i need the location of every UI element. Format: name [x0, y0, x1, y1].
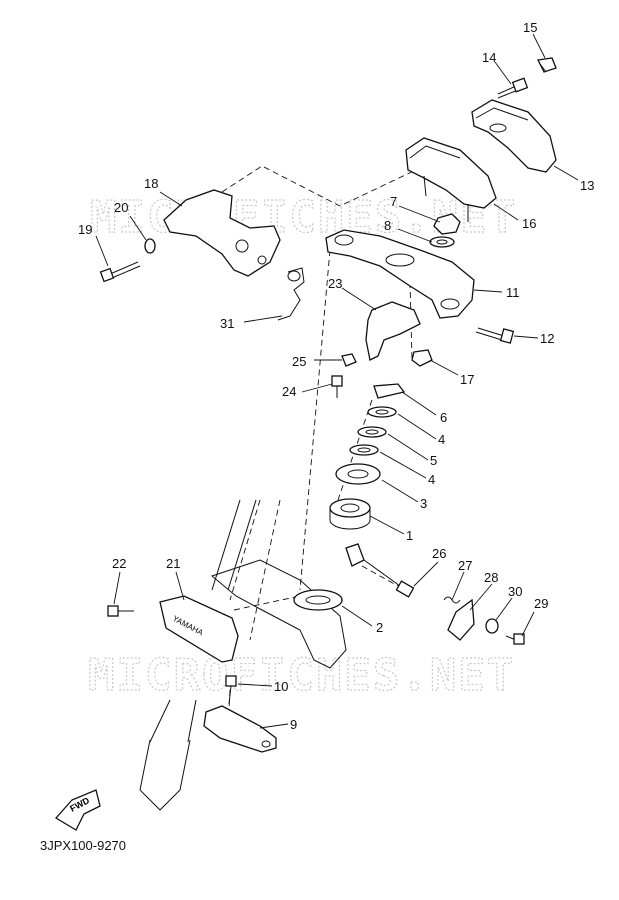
callout-19: 19: [78, 222, 92, 237]
callout-3: 3: [420, 496, 427, 511]
fwd-arrow-icon: FWD: [54, 789, 101, 831]
callout-4a: 4: [438, 432, 445, 447]
callout-26: 26: [432, 546, 446, 561]
drawing-reference: 3JPX100-9270: [40, 838, 127, 853]
bolt-22: [107, 605, 134, 617]
callout-17: 17: [460, 372, 474, 387]
bolt-10: [225, 675, 237, 705]
callout-5: 5: [430, 453, 437, 468]
plate-28: [447, 598, 475, 641]
bolt-24: [331, 375, 343, 398]
callout-24: 24: [282, 384, 296, 399]
callout-13: 13: [580, 178, 594, 193]
callout-8: 8: [384, 218, 391, 233]
callout-23: 23: [328, 276, 342, 291]
washer-4b: [349, 444, 379, 456]
nut-7: [433, 213, 461, 235]
bolt-14: [497, 77, 529, 99]
callout-16: 16: [522, 216, 536, 231]
callout-1: 1: [406, 528, 413, 543]
stay-18: [163, 189, 281, 277]
emblem-plate-21: YAMAHA: [159, 595, 239, 663]
callout-numbers: 15 14 13 16 7 8 11 12 17 23 25 24 6 4 5 …: [78, 20, 594, 732]
handlebar-holder-13: [471, 99, 557, 173]
callout-7: 7: [390, 194, 397, 209]
cap-15: [537, 57, 557, 73]
callout-2: 2: [376, 620, 383, 635]
bearing-1: [329, 498, 371, 530]
washer-5: [357, 426, 387, 438]
bracket-9: [203, 705, 277, 753]
washer-4a: [367, 406, 397, 418]
cover-6: [373, 383, 406, 399]
callout-15: 15: [523, 20, 537, 35]
leader-lines: [95, 33, 579, 729]
bolt-29: [505, 633, 525, 645]
callout-31: 31: [220, 316, 234, 331]
washer-20: [144, 238, 156, 254]
steering-stem: [139, 499, 347, 811]
callout-28: 28: [484, 570, 498, 585]
callout-18: 18: [144, 176, 158, 191]
callout-27: 27: [458, 558, 472, 573]
washer-8: [429, 236, 455, 248]
callout-12: 12: [540, 331, 554, 346]
collar-26: [345, 543, 415, 598]
callout-29: 29: [534, 596, 548, 611]
bolt-19: [99, 261, 141, 283]
watermark-bottom: MICROFICHES.NET: [88, 650, 515, 701]
callout-20: 20: [114, 200, 128, 215]
nut-25: [341, 353, 357, 367]
callout-14: 14: [482, 50, 496, 65]
washer-30: [485, 618, 499, 634]
callout-6: 6: [440, 410, 447, 425]
callout-22: 22: [112, 556, 126, 571]
callout-25: 25: [292, 354, 306, 369]
callout-4b: 4: [428, 472, 435, 487]
callout-9: 9: [290, 717, 297, 732]
clip-31: [277, 267, 305, 321]
upper-bracket-11: [325, 229, 475, 319]
callout-21: 21: [166, 556, 180, 571]
bracket-23: [365, 301, 421, 361]
handlebar-holder-16: [405, 137, 497, 222]
bolt-12: [475, 327, 515, 344]
callout-30: 30: [508, 584, 522, 599]
nut-17: [411, 349, 433, 367]
callout-11: 11: [506, 285, 520, 300]
dust-seal-3: [335, 463, 381, 485]
callout-10: 10: [274, 679, 288, 694]
